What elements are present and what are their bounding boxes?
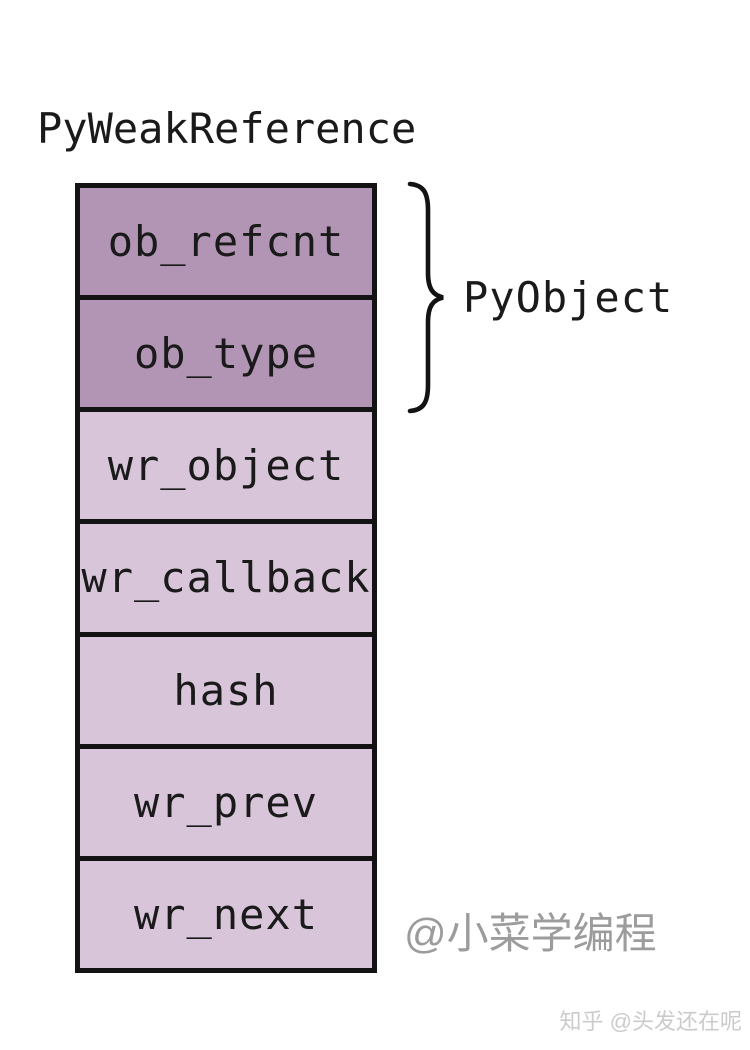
page-title: PyWeakReference <box>37 104 417 153</box>
pyobject-group-label: PyObject <box>463 273 674 322</box>
struct-row-ob-refcnt: ob_refcnt <box>80 188 372 296</box>
watermark-text: @小菜学编程 <box>404 910 657 957</box>
credit-text: 知乎 @头发还在呢 <box>559 1009 742 1034</box>
curly-brace-icon <box>407 181 444 414</box>
struct-row-ob-type: ob_type <box>80 295 372 408</box>
struct-row-wr-object: wr_object <box>80 407 372 520</box>
struct-row-hash: hash <box>80 631 372 744</box>
struct-memory-layout: ob_refcnt ob_type wr_object wr_callback … <box>75 183 377 973</box>
struct-row-wr-prev: wr_prev <box>80 743 372 856</box>
struct-row-wr-callback: wr_callback <box>80 519 372 632</box>
struct-row-wr-next: wr_next <box>80 855 372 968</box>
